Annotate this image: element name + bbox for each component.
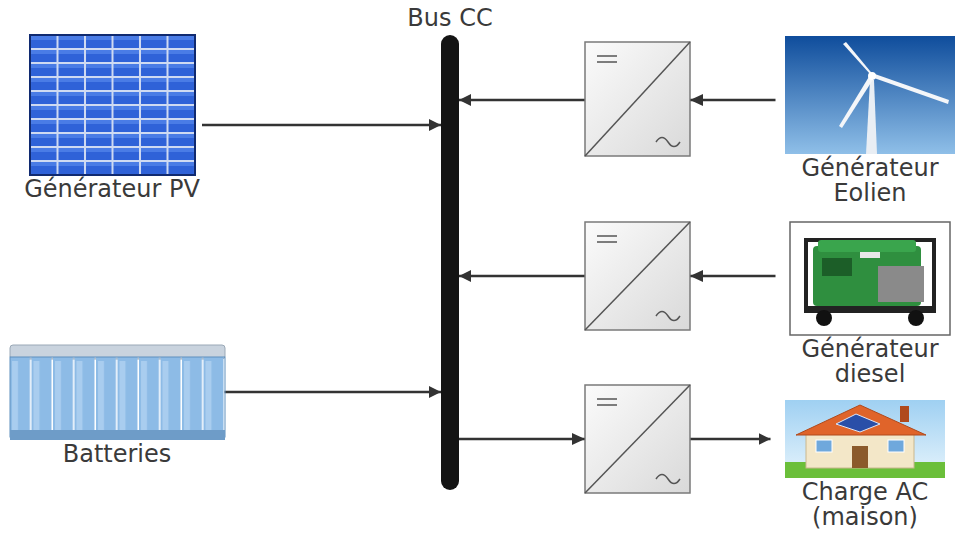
converter-diagonal [585, 385, 690, 493]
arrow-head [690, 94, 703, 106]
converter-symbol [585, 222, 703, 330]
node-caption: Générateur diesel [776, 337, 965, 387]
wind-turbine [785, 36, 955, 154]
converter-box [585, 42, 690, 156]
converter-symbol [585, 42, 703, 156]
battery-bank: Batteries [10, 345, 225, 467]
house-roof [796, 405, 926, 435]
diesel-generator-picture [790, 222, 950, 335]
converter-box [585, 222, 690, 330]
dc-sign [597, 241, 617, 243]
house-window [888, 440, 904, 452]
diesel-frame [790, 222, 950, 335]
node-caption: Générateur Eolien [776, 156, 965, 206]
diesel-wheel [908, 310, 924, 326]
house-sky [785, 400, 945, 478]
converter-diagonal [585, 42, 690, 156]
ac-load-house: Charge AC (maison) [771, 400, 960, 530]
house-window [816, 440, 832, 452]
power-arrow [225, 391, 442, 394]
dc-sign [597, 404, 617, 406]
turbine-tower [866, 80, 877, 154]
converter-box [585, 385, 690, 493]
wind-sky [785, 36, 955, 154]
diesel-panel [822, 258, 852, 276]
house-picture [785, 400, 945, 478]
pv-panel-cells [30, 35, 195, 175]
dc-sign [597, 398, 617, 400]
diesel-engine [878, 266, 924, 302]
diesel-badge [860, 252, 880, 258]
diesel-wheel [816, 310, 832, 326]
converter-symbol [572, 385, 690, 493]
house-wall [806, 432, 914, 468]
dc-sign [597, 61, 617, 63]
node-caption: Batteries [10, 442, 225, 467]
diesel-tube-frame [806, 240, 934, 312]
ac-sign [656, 475, 680, 484]
dc-sign [597, 55, 617, 57]
house-chimney [900, 406, 909, 422]
house-door [852, 446, 868, 468]
converter-diagonal [585, 222, 690, 330]
battery-body [10, 357, 225, 437]
battery-pack [10, 345, 225, 440]
node-caption: Charge AC (maison) [771, 480, 960, 530]
arrow-head [690, 270, 703, 282]
ac-sign [656, 138, 680, 147]
dc-bus-bar: Bus CC [441, 35, 459, 490]
turbine-hub [868, 72, 876, 80]
dc-sign [597, 235, 617, 237]
pv-generator: Générateur PV [22, 35, 202, 202]
ac-sign [656, 312, 680, 321]
turbine-blade [872, 73, 949, 104]
pv-panel [30, 35, 195, 175]
arrow-head [572, 433, 585, 445]
battery-base [10, 430, 225, 440]
roof-solar-panel [836, 414, 880, 432]
node-caption: Bus CC [407, 6, 492, 31]
turbine-blade [839, 75, 874, 128]
diesel-generator: Générateur diesel [776, 222, 965, 387]
diesel-top [818, 240, 916, 252]
power-arrow [202, 124, 441, 127]
turbine-blade [843, 42, 875, 77]
wind-generator: Générateur Eolien [776, 36, 965, 206]
node-caption: Générateur PV [22, 177, 202, 202]
pv-panel-grid [30, 35, 195, 175]
